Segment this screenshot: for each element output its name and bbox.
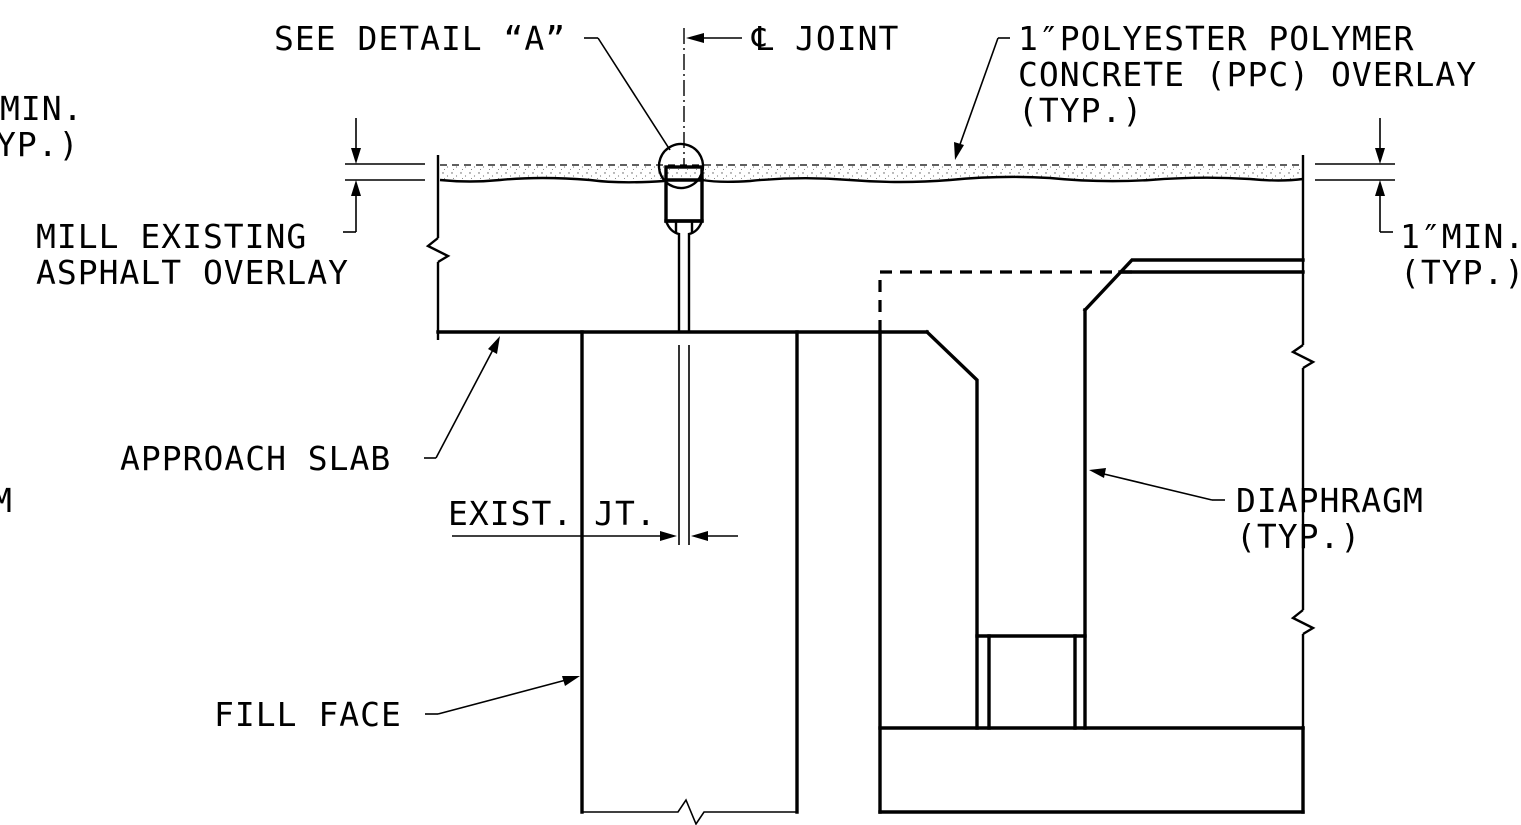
joint-assembly bbox=[664, 165, 704, 545]
diaphragm-leader bbox=[1089, 468, 1225, 501]
ppc-label-line2: CONCRETE (PPC) OVERLAY bbox=[1018, 55, 1477, 94]
right-min-label-line1: 1″MIN. bbox=[1400, 217, 1521, 256]
left-min-dimension bbox=[343, 118, 425, 233]
approach-slab bbox=[425, 155, 929, 340]
left-min-label-line1: MIN. bbox=[0, 89, 83, 128]
diaphragm-label-line1: DIAPHRAGM bbox=[1236, 481, 1424, 520]
ppc-label-line1: 1″POLYESTER POLYMER bbox=[1018, 19, 1415, 58]
ppc-overlay bbox=[439, 164, 1304, 184]
diaphragm-and-deck bbox=[878, 155, 1316, 814]
ppc-label-line3: (TYP.) bbox=[1018, 91, 1143, 130]
approach-slab-label: APPROACH SLAB bbox=[120, 439, 391, 478]
right-min-label-line2: (TYP.) bbox=[1400, 253, 1521, 292]
exist-jt-dimension bbox=[452, 531, 738, 541]
fill-face-label: FILL FACE bbox=[214, 695, 402, 734]
see-detail-leader bbox=[584, 37, 671, 151]
exist-jt-label: EXIST. JT. bbox=[448, 494, 657, 533]
left-min-label-line2: YP.) bbox=[0, 125, 79, 164]
approach-slab-leader bbox=[424, 336, 500, 459]
detail-a-callout-ellipse bbox=[657, 142, 705, 190]
diaphragm-label-line2: (TYP.) bbox=[1236, 517, 1361, 556]
mill-label-line2: ASPHALT OVERLAY bbox=[36, 253, 349, 292]
left-edge-fragment: M bbox=[0, 481, 13, 520]
ppc-overlay-leader bbox=[954, 37, 1010, 160]
mill-label-line1: MILL EXISTING bbox=[36, 217, 307, 256]
cl-joint-arrow bbox=[686, 33, 742, 43]
see-detail-label: SEE DETAIL “A” bbox=[274, 19, 566, 58]
right-min-dimension bbox=[1315, 118, 1395, 233]
fill-face-leader bbox=[425, 676, 580, 715]
abutment-backwall bbox=[580, 330, 799, 825]
cl-joint-label: ℄ JOINT bbox=[751, 19, 899, 58]
